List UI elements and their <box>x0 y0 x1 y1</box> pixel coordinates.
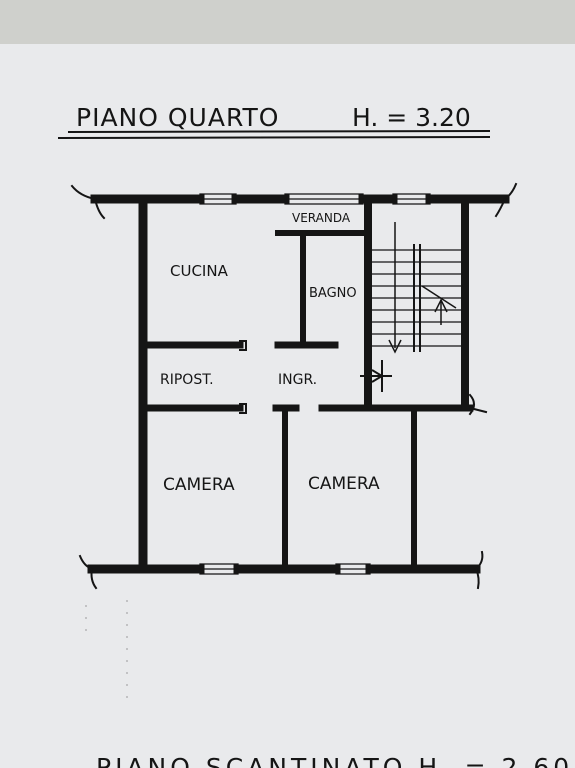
walls <box>70 182 518 590</box>
plan-height-label: H. = 3.20 <box>352 103 471 132</box>
top-right-curl <box>503 182 518 201</box>
top-windows <box>199 193 431 205</box>
room-label-camera-right: CAMERA <box>308 474 380 494</box>
room-label-ripostiglio: RIPOST. <box>160 372 214 388</box>
staircase <box>372 222 461 354</box>
entrance-door-symbol <box>360 360 392 392</box>
title-underline-1 <box>67 130 491 133</box>
next-floor-heading: PIANO SCANTINATO H. = 2.60 <box>96 753 573 768</box>
title-underline-2 <box>57 136 491 139</box>
room-label-camera-left: CAMERA <box>163 475 235 495</box>
bottom-windows <box>199 563 371 575</box>
room-label-bagno: BAGNO <box>309 286 357 301</box>
room-label-veranda: VERANDA <box>292 211 351 225</box>
room-label-ingresso: INGR. <box>278 372 317 388</box>
room-label-cucina: CUCINA <box>170 262 229 280</box>
top-left-curl <box>70 184 97 201</box>
plan-title: PIANO QUARTO <box>76 103 279 132</box>
paper-dotted-marks <box>85 600 128 700</box>
